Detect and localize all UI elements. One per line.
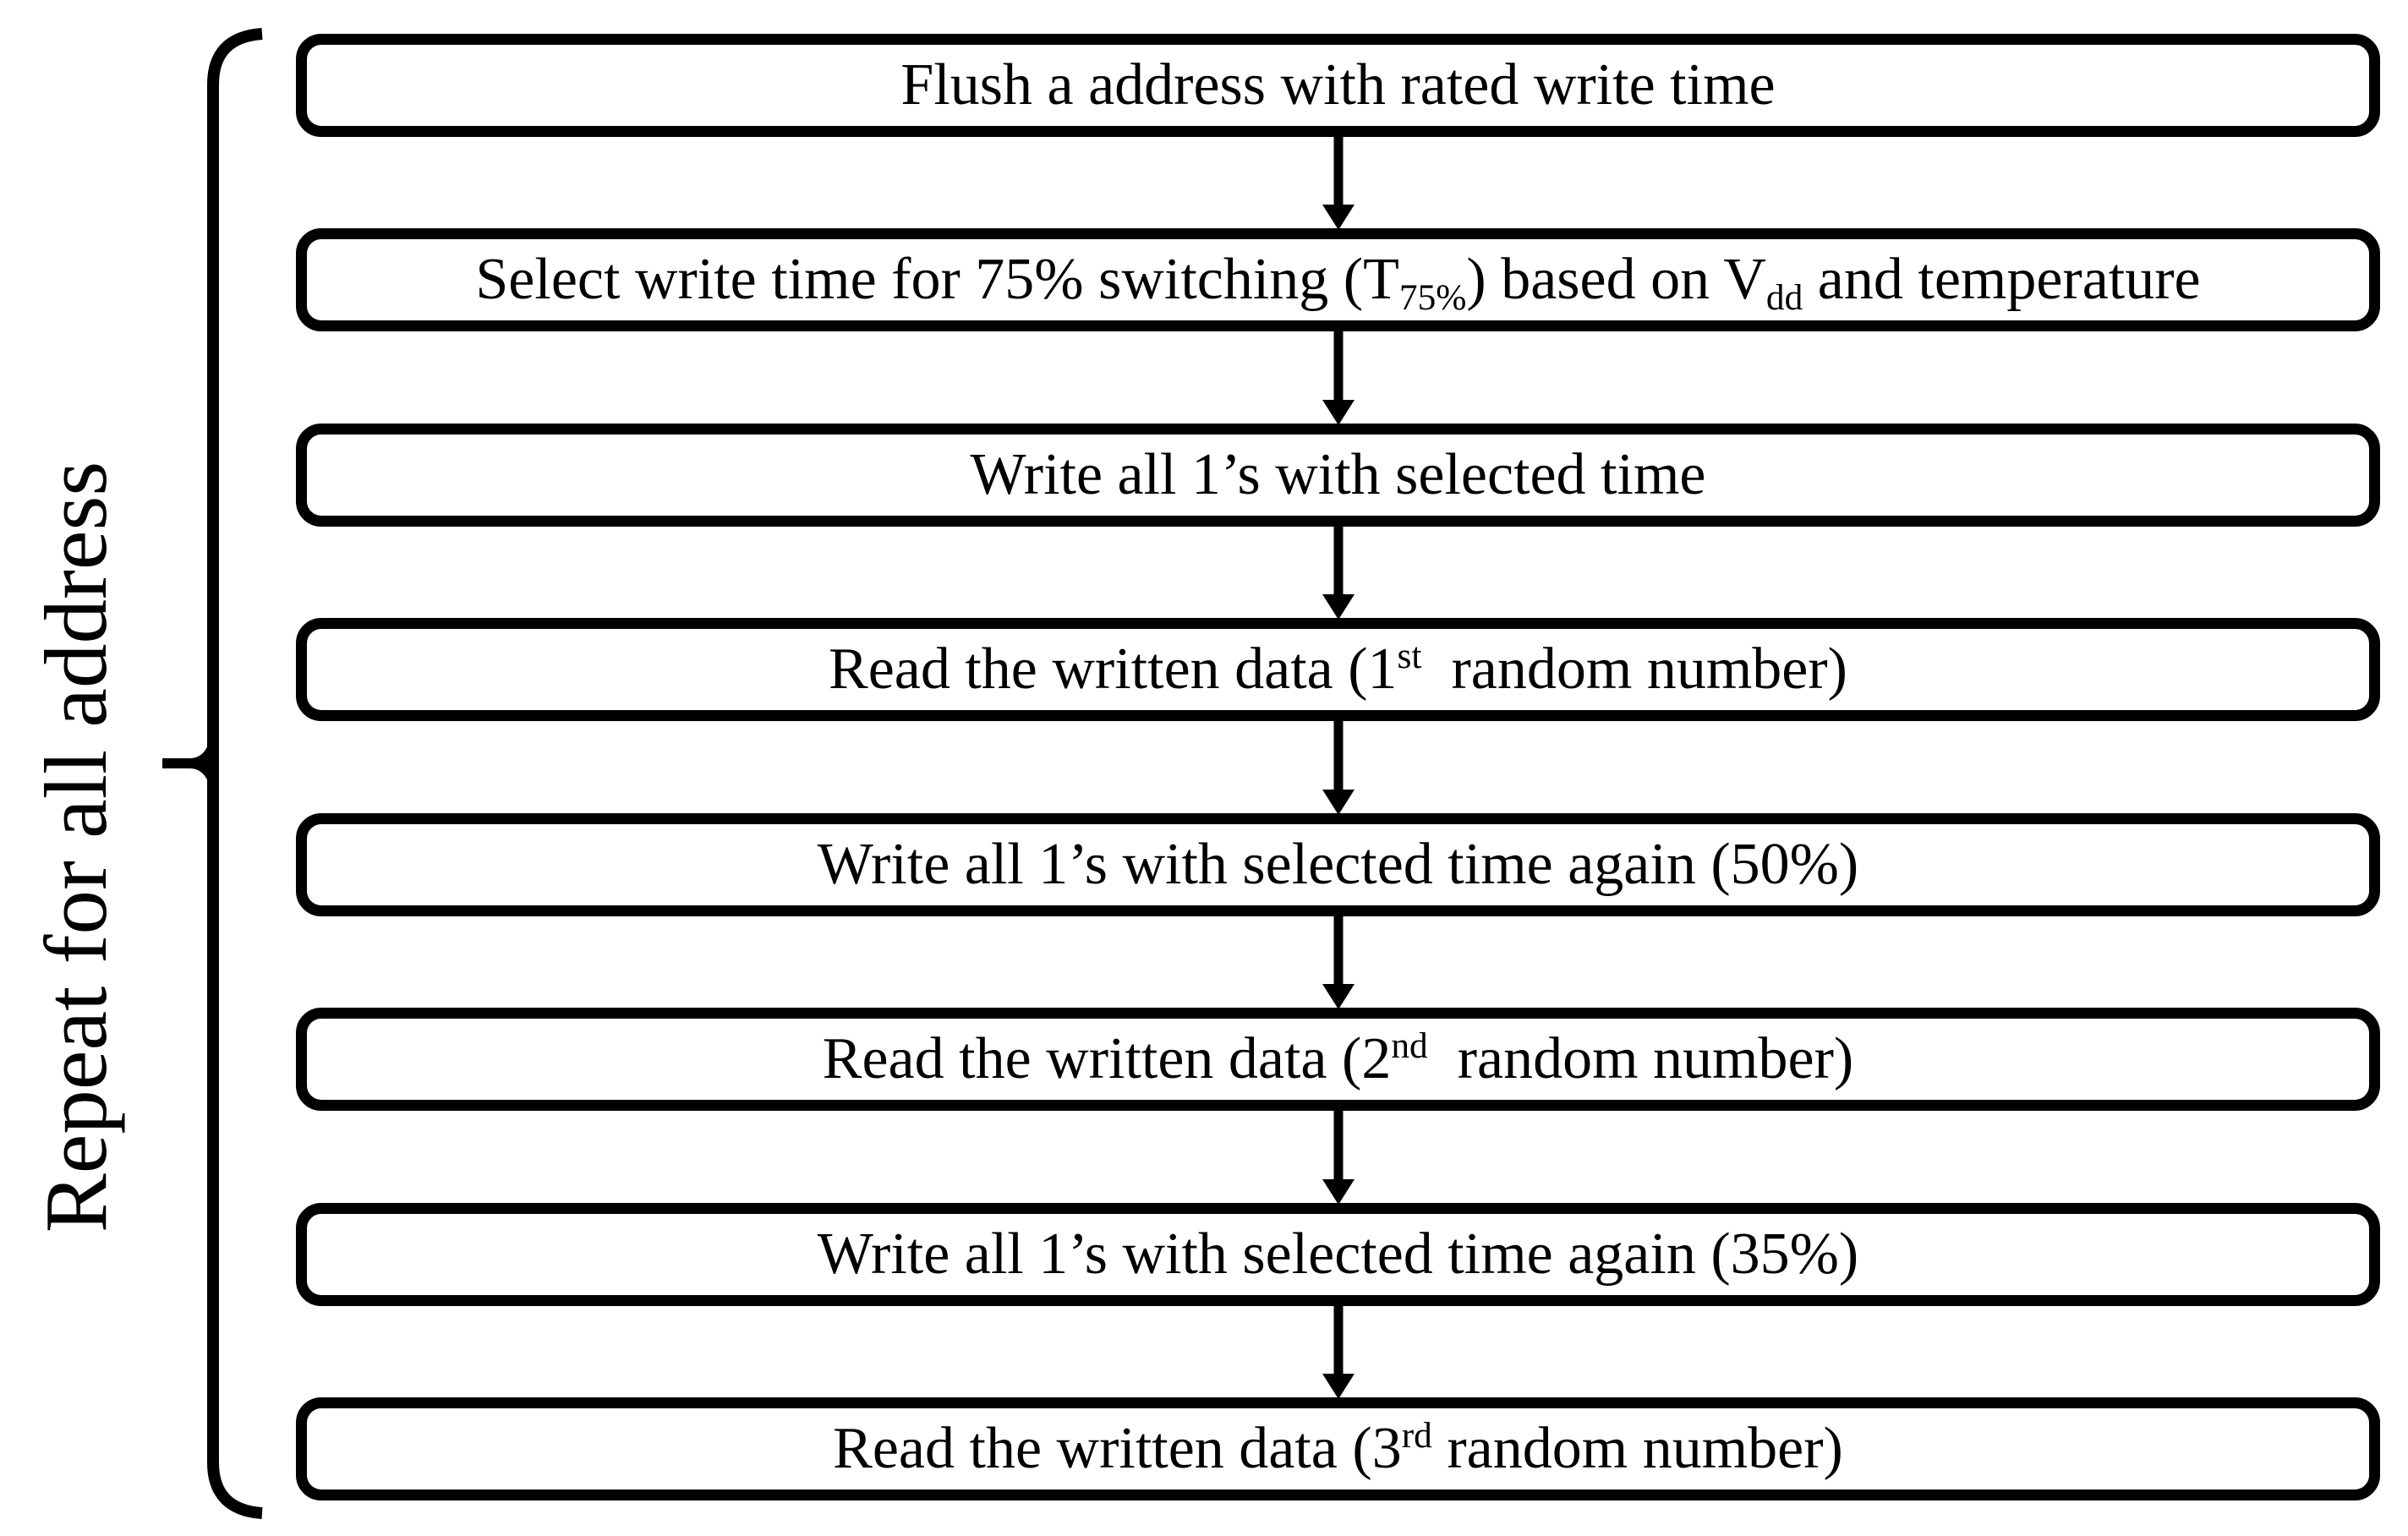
arrow-shaft	[1333, 329, 1343, 402]
repeat-bracket	[162, 28, 263, 1519]
flow-step-6: Read the written data (2nd random number…	[296, 1008, 2380, 1112]
down-arrow	[296, 719, 2380, 815]
flow-step-2: Select write time for 75% switching (T75…	[296, 228, 2380, 332]
arrow-head-icon	[1322, 984, 1354, 1010]
down-arrow	[296, 1108, 2380, 1205]
bracket-cusp-icon	[162, 734, 219, 793]
down-arrow	[296, 1303, 2380, 1399]
flow-step-8: Read the written data (3rd random number…	[296, 1397, 2380, 1500]
flow-step-2-label: Select write time for 75% switching (T75…	[475, 247, 2201, 318]
flow-step-4-label: Read the written data (1st random number…	[829, 636, 1847, 702]
flow-step-3: Write all 1’s with selected time	[296, 423, 2380, 527]
flow-step-1: Flush a address with rated write time	[296, 34, 2380, 137]
flow-step-4: Read the written data (1st random number…	[296, 618, 2380, 722]
arrow-head-icon	[1322, 1178, 1354, 1205]
flow-step-6-label: Read the written data (2nd random number…	[822, 1025, 1854, 1092]
arrow-head-icon	[1322, 594, 1354, 620]
flow-step-5-label: Write all 1’s with selected time again (…	[817, 831, 1859, 897]
flow-step-1-label: Flush a address with rated write time	[900, 52, 1776, 118]
arrow-shaft	[1333, 719, 1343, 791]
down-arrow	[296, 329, 2380, 425]
flow-step-7-label: Write all 1’s with selected time again (…	[817, 1221, 1859, 1287]
flow-step-3-label: Write all 1’s with selected time	[970, 441, 1706, 507]
down-arrow	[296, 913, 2380, 1010]
arrow-shaft	[1333, 1108, 1343, 1181]
flow-step-5: Write all 1’s with selected time again (…	[296, 812, 2380, 916]
down-arrow	[296, 523, 2380, 620]
arrow-head-icon	[1322, 1373, 1354, 1399]
arrow-shaft	[1333, 134, 1343, 207]
arrow-shaft	[1333, 913, 1343, 987]
repeat-label: Repeat for all address	[26, 461, 125, 1233]
flow-column: Flush a address with rated write time Se…	[296, 34, 2380, 1500]
arrow-head-icon	[1322, 399, 1354, 425]
down-arrow	[296, 134, 2380, 231]
arrow-head-icon	[1322, 789, 1354, 815]
arrow-shaft	[1333, 1303, 1343, 1375]
arrow-head-icon	[1322, 205, 1354, 231]
arrow-shaft	[1333, 523, 1343, 597]
flow-step-8-label: Read the written data (3rd random number…	[833, 1415, 1843, 1481]
flow-step-7: Write all 1’s with selected time again (…	[296, 1202, 2380, 1306]
